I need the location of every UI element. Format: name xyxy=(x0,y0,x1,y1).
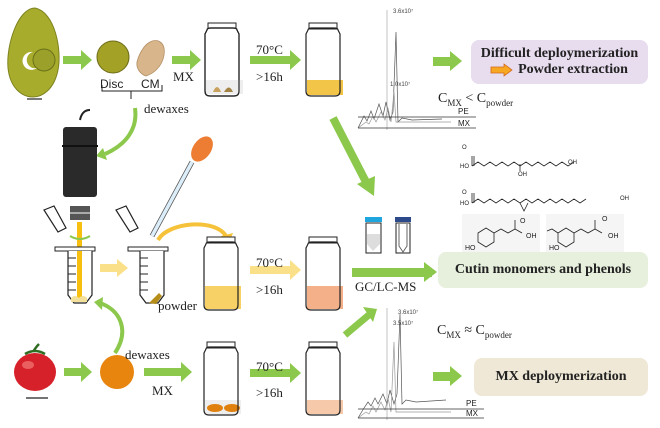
disc-cm-bracket xyxy=(101,85,163,99)
analysis-label: GC/LC-MS xyxy=(355,279,417,294)
comparison-label-top: CMX < Cpowder xyxy=(438,91,514,108)
temperature-label-bottom: 70°C xyxy=(256,359,283,374)
time-label-top: >16h xyxy=(256,69,283,84)
result-box-mx: MX deploymerization xyxy=(474,358,648,396)
atom-o-4: O xyxy=(602,216,608,223)
atom-o-1: O xyxy=(462,145,467,151)
atom-ho-2: HO xyxy=(460,201,469,207)
time-label-bottom: >16h xyxy=(256,385,283,400)
curved-arrow-dewaxes-bottom xyxy=(99,301,125,355)
trace-label-pe-top: PE xyxy=(458,107,469,116)
jar-mx-1 xyxy=(204,22,243,97)
mx-label-top: MX xyxy=(173,69,194,84)
dewaxes-label-top: dewaxes xyxy=(144,101,189,116)
temperature-label-middle: 70°C xyxy=(256,255,283,270)
result-box-difficult: Difficult deploymerization Powder extrac… xyxy=(471,40,648,84)
arrow-jar5-to-jar6 xyxy=(250,363,301,383)
arrow-bottom-to-analysis xyxy=(342,307,377,338)
arrow-cuticle-to-jar xyxy=(144,362,192,382)
jar-powder xyxy=(203,236,241,311)
result-line-mx: MX deploymerization xyxy=(495,369,627,384)
peak-label-high-bottom: 3.6x10⁷ xyxy=(398,310,419,316)
structure-ferulic-bg xyxy=(546,214,624,252)
result-line-cutin: Cutin monomers and phenols xyxy=(454,262,632,277)
jar-depolymerized-powder xyxy=(305,236,343,311)
jar-depolymerized-1 xyxy=(305,22,343,97)
vial-gc xyxy=(365,217,382,254)
cm-label: CM xyxy=(141,77,160,91)
cuticular-membrane-icon xyxy=(136,40,165,77)
arrow-tomato-to-cuticle xyxy=(64,362,92,382)
structure-coumaric-bg xyxy=(462,214,540,252)
mx-label-bottom: MX xyxy=(152,383,173,398)
time-label-middle: >16h xyxy=(256,282,283,297)
jar-depolymerized-2 xyxy=(305,341,343,416)
atom-oh-1: OH xyxy=(518,172,527,178)
trace-label-mx-bottom: MX xyxy=(466,409,478,418)
curved-arrow-powder-to-jar xyxy=(156,222,228,242)
atom-ho-1: HO xyxy=(460,164,469,170)
tube-homogenizing xyxy=(43,205,96,304)
arrow-to-bottom-result xyxy=(433,366,462,386)
atom-oh-2: OH xyxy=(568,160,577,166)
disc-icon xyxy=(96,40,130,74)
comparison-label-bottom: CMX ≈ Cpowder xyxy=(437,323,512,340)
atom-oh-3: OH xyxy=(620,196,629,202)
arrow-cm-to-jar xyxy=(172,50,201,70)
arrow-top-to-analysis xyxy=(329,116,375,196)
tomato-sample-icon xyxy=(14,343,56,399)
arrow-to-top-result xyxy=(433,51,462,71)
atom-ho-3: HO xyxy=(465,245,476,252)
atom-ho-4: HO xyxy=(549,245,560,252)
vial-lc xyxy=(395,217,411,254)
trace-label-mx-top: MX xyxy=(458,119,470,128)
pipette-icon xyxy=(149,136,213,272)
fruit-sample-icon xyxy=(7,7,60,100)
chromatogram-top xyxy=(357,10,476,130)
tube-powder xyxy=(115,205,169,304)
powder-label: powder xyxy=(158,298,197,313)
disc-label: Disc xyxy=(100,77,124,91)
jar-mx-2 xyxy=(203,341,241,416)
atom-oh-4: OH xyxy=(526,233,537,240)
peak-label-high-top: 3.6x10⁷ xyxy=(393,9,414,15)
arrow-jar1-to-jar2 xyxy=(250,50,301,70)
result-box-cutin: Cutin monomers and phenols xyxy=(438,252,648,288)
tomato-cuticle-icon xyxy=(100,355,134,389)
atom-oh-5: OH xyxy=(608,233,619,240)
structure-epoxy-acid xyxy=(471,193,587,212)
atom-o-2: O xyxy=(462,190,467,196)
chromatogram-bottom xyxy=(357,308,484,420)
trace-label-pe-bottom: PE xyxy=(466,399,477,408)
arrow-jar3-to-jar4 xyxy=(250,260,301,280)
temperature-label-top: 70°C xyxy=(256,42,283,57)
arrow-fruit-to-disc xyxy=(63,50,92,70)
atom-o-3: O xyxy=(520,218,526,225)
arrow-analysis-to-result xyxy=(352,262,437,282)
curved-arrow-dewaxes-top xyxy=(104,107,138,156)
dewaxes-label-bottom: dewaxes xyxy=(125,347,170,362)
result-line-difficult: Difficult deploymerization xyxy=(480,46,639,61)
homogenizer-icon xyxy=(62,109,98,292)
peak-label-low-bottom: 3.5x10⁷ xyxy=(393,321,414,327)
arrow-tube1-to-tube2 xyxy=(100,259,128,277)
peak-label-low-top: 1.0x10⁷ xyxy=(390,82,411,88)
orange-arrow-icon xyxy=(490,63,513,77)
result-line-powder-extraction: Powder extraction xyxy=(518,62,628,77)
structure-ferulic-acid xyxy=(546,220,603,248)
structure-dihydroxy-acid xyxy=(471,156,575,171)
structure-coumaric-acid xyxy=(477,220,523,248)
